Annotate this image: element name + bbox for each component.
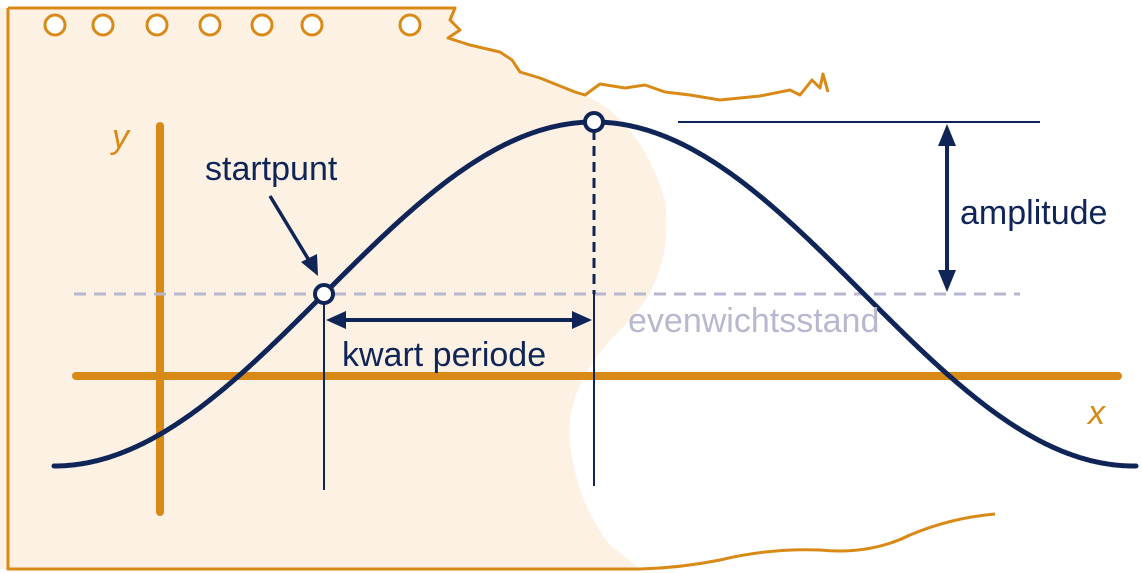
equilibrium-label: evenwichtsstand — [628, 302, 879, 340]
spiral-ring — [43, 13, 67, 37]
amplitude-label: amplitude — [960, 194, 1107, 232]
start-point-pointer-arrow — [268, 195, 318, 276]
notebook-spiral-rings — [43, 13, 422, 37]
start-point-marker — [313, 283, 335, 305]
spiral-ring — [198, 13, 222, 37]
spiral-ring — [91, 13, 115, 37]
x-axis-label: x — [1086, 394, 1106, 432]
peak-point-marker — [583, 111, 605, 133]
amplitude-arrow — [938, 124, 956, 292]
spiral-ring — [300, 13, 324, 37]
spiral-ring — [145, 13, 169, 37]
torn-paper-edge — [6, 6, 996, 571]
start-point-label: startpunt — [205, 150, 338, 188]
y-axis-label: y — [110, 118, 131, 156]
quarter-period-arrow — [326, 311, 592, 329]
spiral-ring — [250, 13, 274, 37]
quarter-period-label: kwart periode — [342, 336, 546, 374]
spiral-ring — [398, 13, 422, 37]
